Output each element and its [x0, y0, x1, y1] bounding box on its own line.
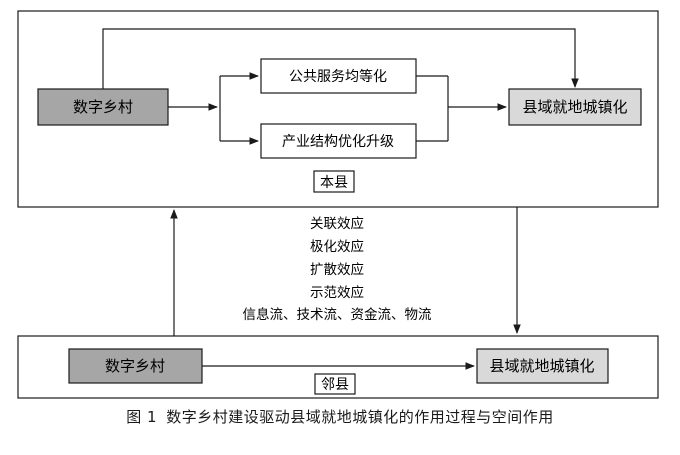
top-target-box — [508, 88, 642, 126]
top-region-label: 本县 — [320, 175, 348, 191]
bottom-source-label: 数字乡村 — [105, 357, 165, 375]
top-region-frame — [17, 10, 659, 208]
mediator-upper-label: 公共服务均等化 — [289, 68, 387, 85]
bottom-region-frame — [17, 335, 659, 399]
figure-number: 图 1 — [126, 408, 157, 426]
effect-linkage: 关联效应 — [310, 215, 364, 232]
mediator-lower-label: 产业结构优化升级 — [282, 134, 394, 150]
mediator-lower-box — [260, 123, 417, 159]
effect-diffusion: 扩散效应 — [310, 261, 364, 278]
spatial-effect-diagram: 数字乡村 公共服务均等化 产业结构优化升级 县域就地城镇化 本县 关联效应 极化… — [17, 10, 659, 399]
bottom-target-label: 县域就地城镇化 — [489, 357, 594, 375]
effect-demonstration: 示范效应 — [310, 284, 364, 301]
bottom-region-label-box — [314, 373, 356, 395]
direct-effect-arrow — [102, 28, 579, 89]
top-region-label-box — [313, 170, 355, 193]
effect-flows: 信息流、技术流、资金流、物流 — [243, 306, 432, 323]
figure-title: 数字乡村建设驱动县域就地城镇化的作用过程与空间作用 — [166, 408, 554, 426]
effect-polarization: 极化效应 — [310, 238, 364, 255]
top-source-box — [37, 88, 169, 126]
figure-caption: 图 1 数字乡村建设驱动县域就地城镇化的作用过程与空间作用 — [0, 406, 680, 427]
bottom-region-label: 邻县 — [321, 377, 349, 393]
bottom-source-box — [68, 348, 203, 384]
top-target-label: 县域就地城镇化 — [522, 98, 627, 116]
top-source-label: 数字乡村 — [73, 98, 133, 116]
mediator-upper-box — [260, 58, 417, 94]
bottom-target-box — [476, 348, 609, 384]
